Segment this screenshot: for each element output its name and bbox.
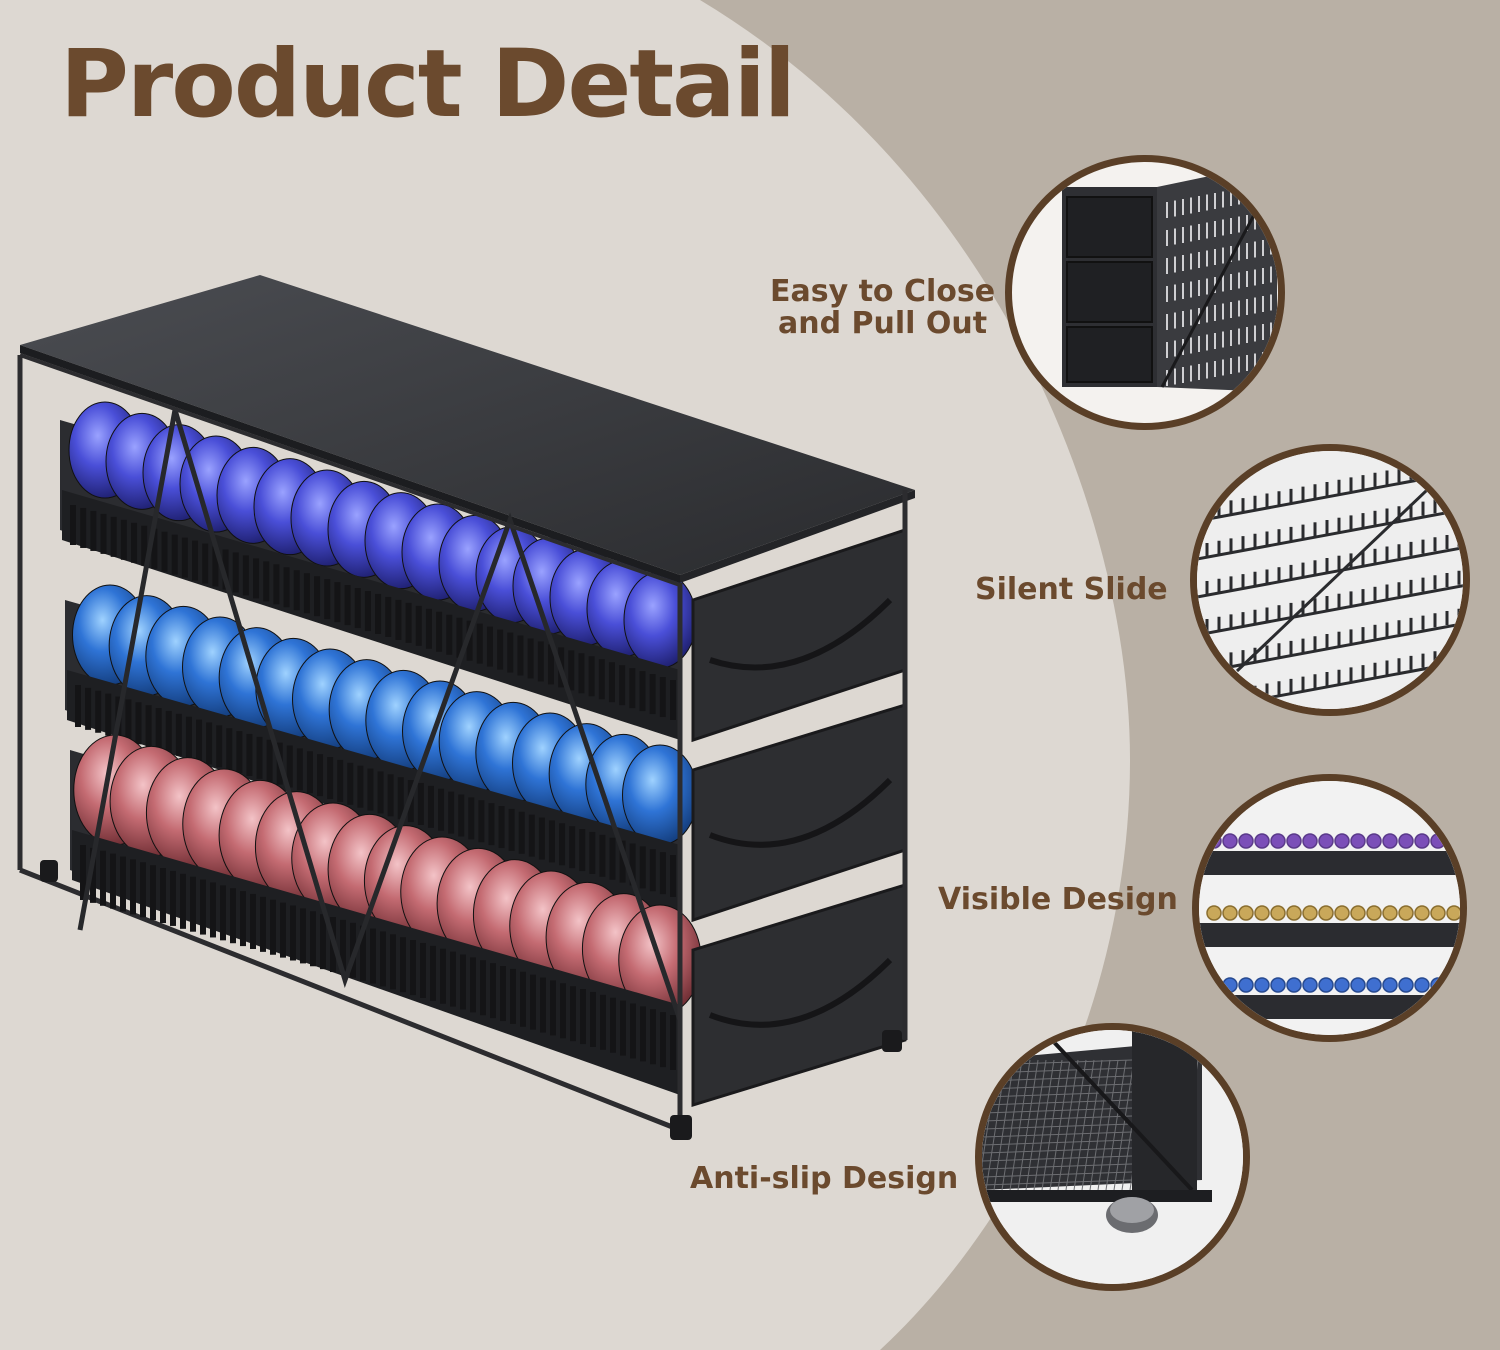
feature-label-easy-close: Easy to Close and Pull Out	[770, 276, 995, 340]
slide-rail-closeup	[1197, 451, 1463, 709]
detail-circle-drawer-close	[1005, 155, 1285, 430]
drawer-front-top	[691, 527, 907, 743]
feature-label-line1: Visible Design	[938, 882, 1178, 917]
product-image	[17, 275, 915, 1140]
feature-label-line2: and Pull Out	[778, 306, 988, 341]
feature-label-silent-slide: Silent Slide	[975, 574, 1168, 606]
top-plate	[20, 275, 915, 575]
feature-label-line1: Silent Slide	[975, 572, 1168, 607]
page-title: Product Detail	[60, 30, 796, 139]
detail-circle-slide-rail	[1190, 444, 1470, 716]
drawer-front-middle	[691, 702, 907, 923]
capsule-rows-closeup	[1199, 781, 1460, 1035]
rubber-foot-closeup	[982, 1030, 1243, 1284]
drawer-front-bottom	[691, 882, 907, 1108]
feature-label-visible-design: Visible Design	[938, 884, 1178, 916]
detail-circle-capsule-rows	[1192, 774, 1467, 1042]
tier-bottom	[70, 734, 702, 1095]
drawer-close-closeup	[1062, 162, 1278, 392]
feature-label-line1: Anti-slip Design	[690, 1161, 959, 1196]
feature-label-line1: Easy to Close	[770, 274, 996, 309]
detail-circle-rubber-foot	[975, 1023, 1250, 1291]
feature-label-anti-slip: Anti-slip Design	[690, 1163, 958, 1195]
